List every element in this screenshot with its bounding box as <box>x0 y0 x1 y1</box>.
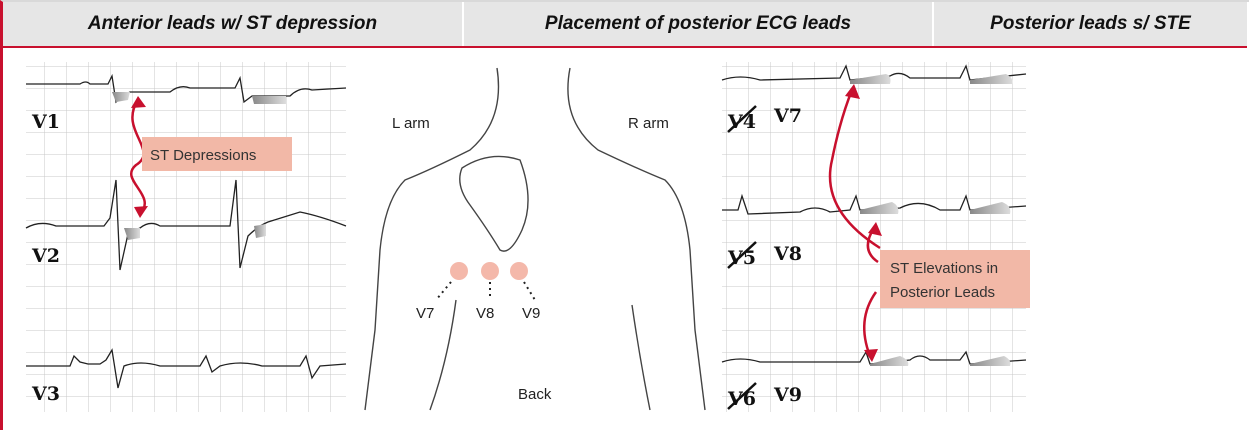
st-shade-v1b <box>252 96 286 104</box>
back-label: Back <box>518 386 552 403</box>
lead-label-v8: V8 <box>773 243 802 265</box>
posterior-grid <box>722 62 1026 412</box>
lead-label-v9: V9 <box>773 384 802 406</box>
electrode-label-v8: V8 <box>476 305 494 322</box>
electrode-leader-lines <box>436 282 535 300</box>
st-elevations-label-1: ST Elevations in <box>890 260 998 277</box>
lead-label-v3: V3 <box>31 383 60 405</box>
st-elevations-label-2: Posterior Leads <box>890 284 995 301</box>
st-depressions-label: ST Depressions <box>150 147 256 164</box>
electrode-v7 <box>450 262 468 280</box>
electrode-label-v7: V7 <box>416 305 434 322</box>
st-shade-v2b <box>254 224 266 238</box>
lead-label-v2: V2 <box>31 245 60 267</box>
electrode-label-v9: V9 <box>522 305 540 322</box>
lead-label-v7: V7 <box>773 105 802 127</box>
l-arm-label: L arm <box>392 115 430 132</box>
lead-label-v1: V1 <box>31 111 60 133</box>
r-arm-label: R arm <box>628 115 669 132</box>
anterior-grid <box>26 62 346 412</box>
electrode-v8 <box>481 262 499 280</box>
electrode-v9 <box>510 262 528 280</box>
